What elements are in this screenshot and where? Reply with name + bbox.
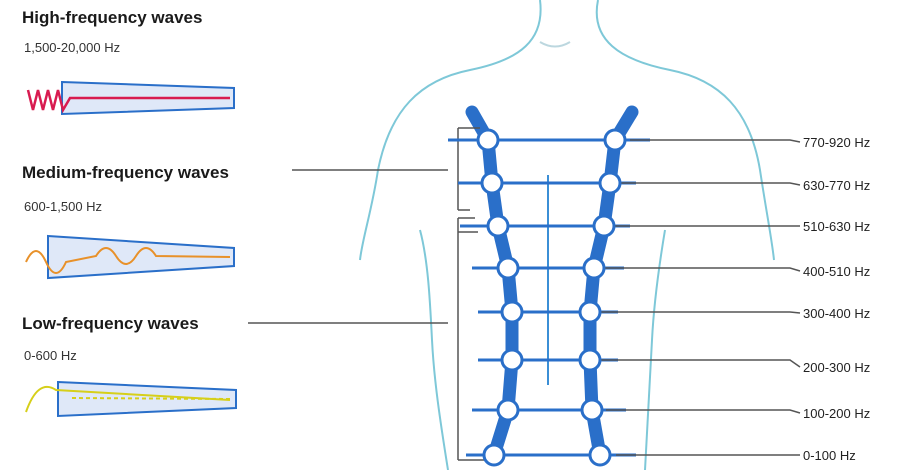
- band-node-left-1: [482, 173, 502, 193]
- band-label-400-510: 400-510 Hz: [803, 264, 870, 279]
- band-node-left-5: [502, 350, 522, 370]
- band-label-0-100: 0-100 Hz: [803, 448, 856, 463]
- torso-outline: [360, 0, 774, 470]
- band-label-770-920: 770-920 Hz: [803, 135, 870, 150]
- band-node-right-1: [600, 173, 620, 193]
- band-node-left-6: [498, 400, 518, 420]
- cochlea-columns: [472, 112, 632, 455]
- connector-lines: [248, 128, 488, 460]
- band-label-100-200: 100-200 Hz: [803, 406, 870, 421]
- wave-tube-high: [28, 82, 234, 114]
- band-node-right-2: [594, 216, 614, 236]
- wave-tube-medium: [26, 236, 234, 278]
- medium-frequency-range: 600-1,500 Hz: [24, 199, 102, 214]
- band-node-left-7: [484, 445, 504, 465]
- band-node-left-4: [502, 302, 522, 322]
- band-label-300-400: 300-400 Hz: [803, 306, 870, 321]
- low-frequency-range: 0-600 Hz: [24, 348, 77, 363]
- band-leader-1: [616, 183, 800, 185]
- band-leader-5: [598, 360, 800, 367]
- high-frequency-title: High-frequency waves: [22, 8, 202, 28]
- band-node-left-2: [488, 216, 508, 236]
- band-leader-6: [606, 410, 800, 413]
- band-node-right-4: [580, 302, 600, 322]
- band-node-left-3: [498, 258, 518, 278]
- frequency-bands: [448, 130, 800, 465]
- band-label-200-300: 200-300 Hz: [803, 360, 870, 375]
- band-leader-0: [630, 140, 800, 142]
- band-node-left-0: [478, 130, 498, 150]
- band-node-right-3: [584, 258, 604, 278]
- band-label-510-630: 510-630 Hz: [803, 219, 870, 234]
- band-leader-4: [598, 312, 800, 313]
- medium-frequency-title: Medium-frequency waves: [22, 163, 229, 183]
- wave-tube-low: [26, 382, 236, 416]
- band-node-right-0: [605, 130, 625, 150]
- band-node-right-6: [582, 400, 602, 420]
- band-label-630-770: 630-770 Hz: [803, 178, 870, 193]
- band-node-right-7: [590, 445, 610, 465]
- band-leader-3: [604, 268, 800, 271]
- low-frequency-title: Low-frequency waves: [22, 314, 199, 334]
- band-node-right-5: [580, 350, 600, 370]
- high-frequency-range: 1,500-20,000 Hz: [24, 40, 120, 55]
